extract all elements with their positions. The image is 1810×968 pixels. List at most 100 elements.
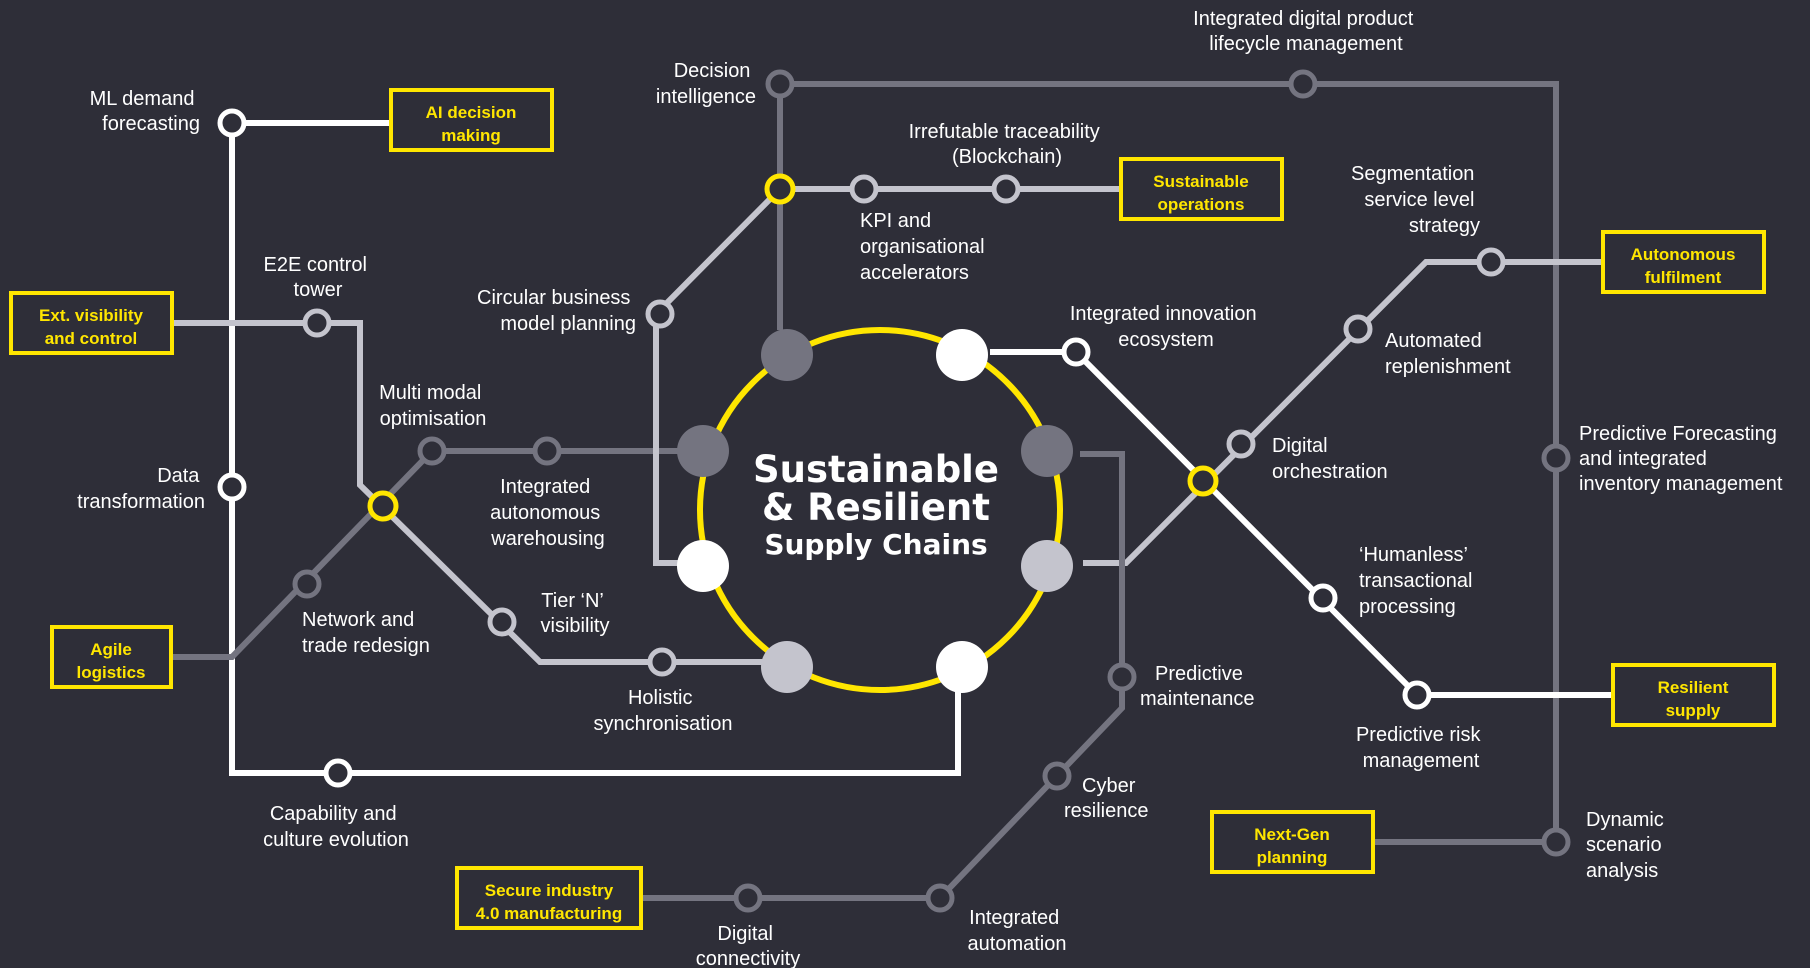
central-ring	[697, 327, 1063, 693]
box-next-gen: Next-Gen planning	[1210, 810, 1375, 874]
station-network-trade	[292, 569, 322, 599]
station-innovation-ecosystem	[1061, 337, 1091, 367]
label-ml-demand: ML demand forecasting	[90, 88, 200, 135]
hub-top-left	[761, 329, 813, 381]
station-interchange-left	[367, 490, 399, 522]
line-autonomous-fulfilment	[1083, 259, 1604, 566]
label-capability-culture: Capability and culture evolution	[263, 803, 409, 851]
hub-left-upper	[677, 425, 729, 477]
hub-bottom-left	[761, 641, 813, 693]
center-title-line3: Supply Chains	[764, 528, 987, 561]
station-automated-replenishment	[1343, 314, 1373, 344]
box-secure-industry-line2: 4.0 manufacturing	[476, 904, 622, 923]
box-autonomous-fulfilment-line2: fulfilment	[1645, 268, 1722, 287]
label-humanless: ‘Humanless’ transactional processing	[1359, 544, 1478, 618]
label-innovation-ecosystem: Integrated innovation ecosystem	[1070, 303, 1262, 351]
label-integrated-automation: Integrated automation	[968, 907, 1067, 955]
stations	[217, 69, 1571, 913]
box-agile-logistics-line1: Agile	[90, 640, 132, 659]
label-predictive-maintenance: Predictive maintenance	[1140, 663, 1255, 710]
station-integrated-automation	[925, 883, 955, 913]
station-holistic-sync	[647, 647, 677, 677]
line-capability-loop	[229, 120, 961, 776]
line-agile-logistics	[172, 448, 695, 660]
station-tier-n	[487, 607, 517, 637]
hub-left-lower	[677, 540, 729, 592]
label-decision-intelligence: Decision intelligence	[656, 60, 756, 108]
label-integrated-warehousing: Integrated autonomous warehousing	[490, 476, 606, 550]
box-sustainable-ops-line1: Sustainable	[1153, 172, 1248, 191]
station-interchange-right	[1187, 465, 1219, 497]
box-agile-logistics-line2: logistics	[77, 663, 146, 682]
hub-top-right	[936, 329, 988, 381]
line-ext-visibility	[172, 320, 787, 665]
station-predictive-maintenance	[1107, 662, 1137, 692]
box-sustainable-ops-line2: operations	[1158, 195, 1245, 214]
station-multi-modal	[417, 436, 447, 466]
box-ai-decision-line2: making	[441, 126, 501, 145]
label-network-trade: Network and trade redesign	[302, 609, 430, 657]
box-resilient-supply: Resilient supply	[1611, 663, 1776, 727]
box-autonomous-fulfilment: Autonomous fulfilment	[1601, 230, 1766, 294]
label-segmentation: Segmentation service level strategy	[1351, 163, 1480, 237]
box-ext-visibility: Ext. visibility and control	[9, 291, 174, 355]
station-digital-connectivity	[733, 883, 763, 913]
box-resilient-supply-line1: Resilient	[1658, 678, 1729, 697]
line-innovation-resilient	[990, 349, 1614, 698]
hub-bottom-right	[936, 641, 988, 693]
box-next-gen-line2: planning	[1257, 848, 1328, 867]
box-secure-industry-line1: Secure industry	[485, 881, 614, 900]
station-interchange-top	[764, 173, 796, 205]
station-capability-culture	[323, 758, 353, 788]
center-title-line2: & Resilient	[762, 486, 990, 529]
label-digital-orchestration: Digital orchestration	[1272, 435, 1388, 483]
box-resilient-supply-line2: supply	[1666, 701, 1721, 720]
station-kpi	[849, 174, 879, 204]
box-sustainable-ops: Sustainable operations	[1119, 157, 1284, 221]
label-tier-n: Tier ‘N’ visibility	[541, 590, 610, 637]
destination-boxes: AI decision making Ext. visibility and c…	[9, 88, 1776, 930]
label-holistic-sync: Holistic synchronisation	[594, 687, 733, 735]
label-multi-modal: Multi modal optimisation	[379, 382, 487, 430]
station-integrated-warehousing	[532, 436, 562, 466]
station-segmentation	[1476, 247, 1506, 277]
label-automated-replenishment: Automated replenishment	[1385, 330, 1511, 378]
label-circular-business: Circular business model planning	[477, 287, 636, 335]
station-e2e-control	[302, 308, 332, 338]
label-digital-connectivity: Digital connectivity	[696, 923, 801, 968]
box-ext-visibility-line1: Ext. visibility	[39, 306, 143, 325]
station-data-transformation	[217, 472, 247, 502]
box-agile-logistics: Agile logistics	[50, 625, 173, 689]
hub-right-lower	[1021, 540, 1073, 592]
hub-right-upper	[1021, 425, 1073, 477]
station-digital-plm	[1288, 69, 1318, 99]
box-ext-visibility-line2: and control	[45, 329, 138, 348]
box-autonomous-fulfilment-line1: Autonomous	[1631, 245, 1736, 264]
station-digital-orchestration	[1226, 429, 1256, 459]
label-kpi: KPI and organisational accelerators	[860, 210, 990, 284]
station-decision-intelligence	[765, 69, 795, 99]
label-data-transformation: Data transformation	[77, 465, 205, 513]
station-dynamic-scenario	[1541, 827, 1571, 857]
label-predictive-risk: Predictive risk management	[1356, 724, 1486, 772]
label-digital-plm: Integrated digital product lifecycle man…	[1193, 8, 1419, 55]
label-predictive-forecasting: Predictive Forecasting and integrated in…	[1579, 423, 1783, 495]
label-cyber-resilience: Cyber resilience	[1064, 775, 1148, 822]
center-title: Sustainable & Resilient Supply Chains	[753, 448, 999, 561]
line-decision-plm	[777, 81, 1559, 845]
label-dynamic-scenario: Dynamic scenario analysis	[1586, 809, 1669, 882]
station-cyber-resilience	[1042, 761, 1072, 791]
center-title-line1: Sustainable	[753, 448, 999, 491]
line-secure-industry	[640, 451, 1125, 901]
station-circular-business	[645, 299, 675, 329]
station-humanless	[1308, 583, 1338, 613]
box-secure-industry: Secure industry 4.0 manufacturing	[455, 866, 643, 930]
station-ml-demand	[217, 108, 247, 138]
label-e2e-control: E2E control tower	[264, 254, 373, 301]
station-predictive-risk	[1402, 680, 1432, 710]
box-ai-decision: AI decision making	[389, 88, 554, 152]
station-traceability	[991, 174, 1021, 204]
station-labels: ML demand forecasting E2E control tower …	[77, 8, 1783, 968]
label-traceability: Irrefutable traceability (Blockchain)	[909, 121, 1106, 168]
